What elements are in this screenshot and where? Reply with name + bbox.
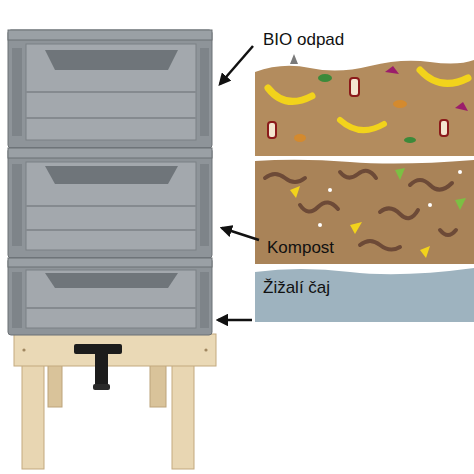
layer-label: BIO odpad: [263, 30, 344, 50]
crate: [8, 258, 212, 335]
drain-tap: [74, 344, 122, 390]
crate: [8, 30, 212, 148]
worm-tea-band: [255, 268, 474, 322]
leader-arrow: [218, 319, 252, 322]
compost-layer: Kompost: [255, 158, 474, 264]
layer-label: Žižalí čaj: [263, 278, 330, 298]
layer-divider: [255, 157, 474, 159]
bio-waste-band: [255, 54, 474, 156]
layer-label: Kompost: [267, 238, 334, 258]
leader-arrow: [222, 228, 259, 240]
compost-band: [255, 160, 474, 264]
crate-stack: [8, 30, 212, 335]
tea-layer: Žižalí čaj: [255, 266, 474, 324]
leader-arrow: [220, 46, 253, 84]
waste-layer: BIO odpad: [255, 26, 474, 158]
leader-arrows: [218, 46, 259, 320]
crate: [8, 148, 212, 258]
wooden-stand: [14, 334, 216, 469]
